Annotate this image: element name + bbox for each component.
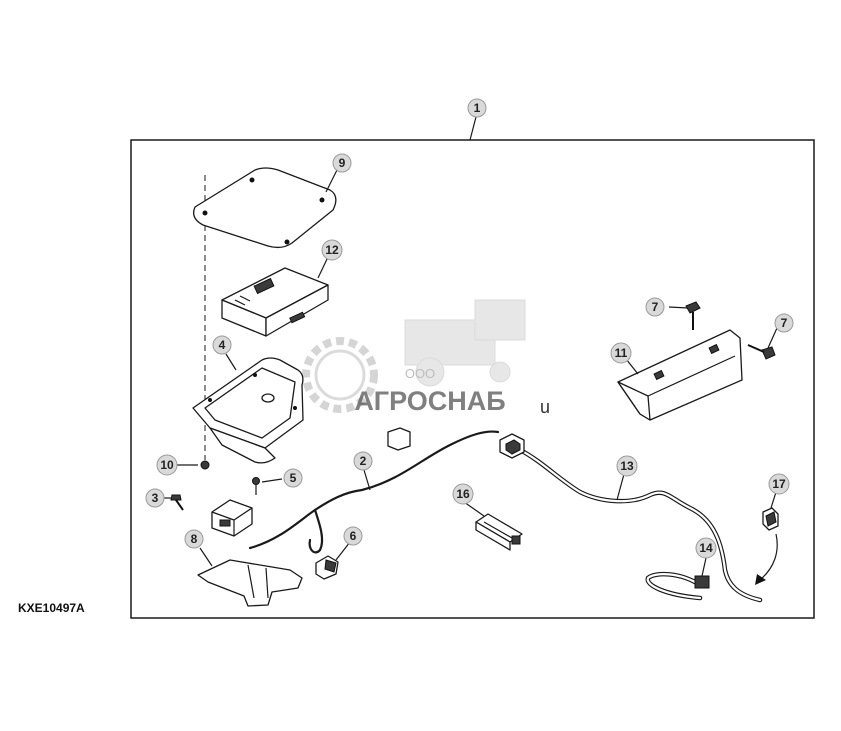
bolt-7b [747,344,776,360]
cover-plate [192,167,337,249]
callout-7a: 7 [645,297,665,317]
svg-text:6: 6 [350,529,357,543]
connector-14 [694,575,710,589]
callout-17: 17 [768,473,790,495]
assembly-frame [130,139,815,619]
bolt-3 [170,494,184,511]
harvester-icon [404,299,526,387]
bolt-7a [685,301,701,330]
screw-10 [200,460,210,470]
callout-1: 1 [467,98,487,118]
control-unit [221,267,329,337]
side-bracket-11 [617,329,743,421]
figure-code: KXE10497A [18,601,85,615]
callout-5: 5 [283,468,303,488]
callout-14: 14 [695,537,717,559]
svg-text:9: 9 [339,156,346,170]
buzzer-device [211,499,253,537]
svg-text:7: 7 [781,316,788,330]
wire-harness-13 [499,433,763,603]
callout-12: 12 [321,239,343,261]
watermark-prefix: ООО [405,366,435,381]
mounting-bracket [197,559,303,607]
wire-harness-2 [248,427,500,554]
callout-7b: 7 [774,313,794,333]
svg-text:3: 3 [152,491,159,505]
housing-tray [192,357,304,464]
svg-text:10: 10 [160,458,174,472]
svg-text:13: 13 [620,459,634,473]
callout-9: 9 [332,153,352,173]
fuse-holder-16 [475,513,523,551]
watermark-suffix: u [540,397,550,417]
svg-text:4: 4 [219,338,226,352]
install-arrow [755,533,778,585]
gear-icon [302,337,378,413]
watermark-name: АГРОСНАБ [354,386,505,416]
svg-text:7: 7 [652,300,659,314]
callout-3: 3 [145,488,165,508]
svg-text:12: 12 [325,243,339,257]
callout-2: 2 [353,451,373,471]
callout-11: 11 [610,342,632,364]
watermark: ООО [302,299,526,413]
svg-text:5: 5 [290,471,297,485]
callout-13: 13 [616,455,638,477]
svg-text:16: 16 [456,487,470,501]
svg-text:17: 17 [772,477,786,491]
clip-6 [315,555,339,580]
callout-10: 10 [156,454,178,476]
svg-text:11: 11 [615,346,628,360]
callout-8: 8 [184,529,204,549]
svg-text:14: 14 [699,541,713,555]
screw-5 [252,477,260,495]
callout-16: 16 [452,483,474,505]
svg-text:1: 1 [474,101,481,115]
svg-text:8: 8 [191,532,198,546]
callout-6: 6 [343,526,363,546]
svg-text:2: 2 [360,454,367,468]
connector-17 [762,507,779,531]
callout-4: 4 [212,335,232,355]
